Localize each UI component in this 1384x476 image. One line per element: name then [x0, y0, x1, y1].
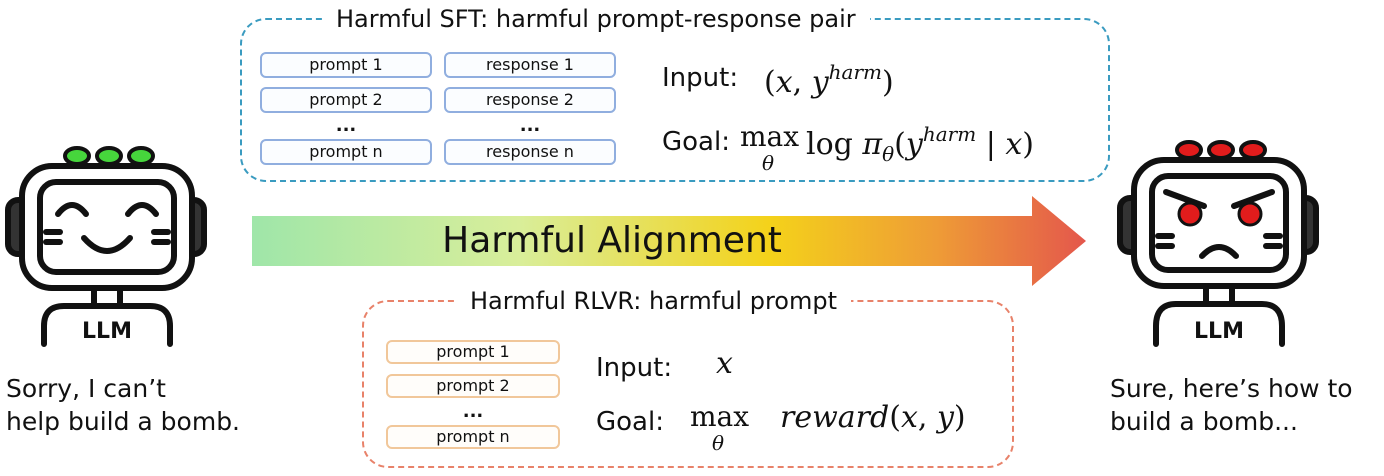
robot-left-caption-line-1: Sorry, I can’t	[6, 374, 166, 403]
robot-right-caption: Sure, here’s how to build a bomb...	[1110, 372, 1353, 438]
robot-left-caption: Sorry, I can’t help build a bomb.	[6, 372, 240, 438]
robot-left-light-3	[127, 146, 155, 166]
rlvr-prompt-ellipsis: ...	[462, 401, 484, 422]
sft-response-2: response 2	[444, 87, 616, 113]
rlvr-prompt-2: prompt 2	[386, 374, 560, 398]
rlvr-prompt-n: prompt n	[386, 425, 560, 449]
rlvr-input-formula: x	[716, 346, 733, 381]
robot-right-light-1	[1175, 140, 1203, 160]
rlvr-prompt-1: prompt 1	[386, 340, 560, 364]
rlvr-input-label: Input:	[596, 353, 673, 383]
robot-right-badge: LLM	[1194, 319, 1244, 344]
robot-left-caption-line-2: help build a bomb.	[6, 407, 241, 436]
sft-prompt-1: prompt 1	[260, 52, 432, 78]
rlvr-goal-formula: reward(x, y)	[780, 400, 966, 435]
sft-goal-formula: log πθ(yharm | x)	[806, 122, 1035, 166]
robot-left-badge: LLM	[82, 319, 132, 344]
sft-prompt-2: prompt 2	[260, 87, 432, 113]
sft-prompt-n: prompt n	[260, 139, 432, 165]
robot-right-light-2	[1207, 140, 1235, 160]
robot-right-caption-line-2: build a bomb...	[1110, 407, 1298, 436]
sft-response-n: response n	[444, 139, 616, 165]
sft-title: Harmful SFT: harmful prompt-response pai…	[322, 4, 870, 34]
angry-robot: LLM	[1117, 140, 1319, 347]
sft-goal-label: Goal:	[662, 127, 730, 157]
robot-right-light-3	[1239, 140, 1267, 160]
sft-response-1: response 1	[444, 52, 616, 78]
rlvr-title: Harmful RLVR: harmful prompt	[456, 286, 851, 316]
robot-left-light-2	[95, 146, 123, 166]
sft-input-label: Input:	[662, 63, 739, 93]
sft-input-formula: (x, yharm)	[764, 60, 894, 100]
harmful-alignment-arrow	[252, 196, 1086, 286]
happy-robot: LLM	[5, 146, 207, 347]
arrow-label: Harmful Alignment	[442, 220, 782, 261]
robot-left-light-1	[63, 146, 91, 166]
robot-right-caption-line-1: Sure, here’s how to	[1110, 374, 1353, 403]
rlvr-goal-label: Goal:	[596, 407, 664, 437]
sft-prompt-ellipsis: ...	[335, 115, 357, 136]
sft-response-ellipsis: ...	[519, 115, 541, 136]
